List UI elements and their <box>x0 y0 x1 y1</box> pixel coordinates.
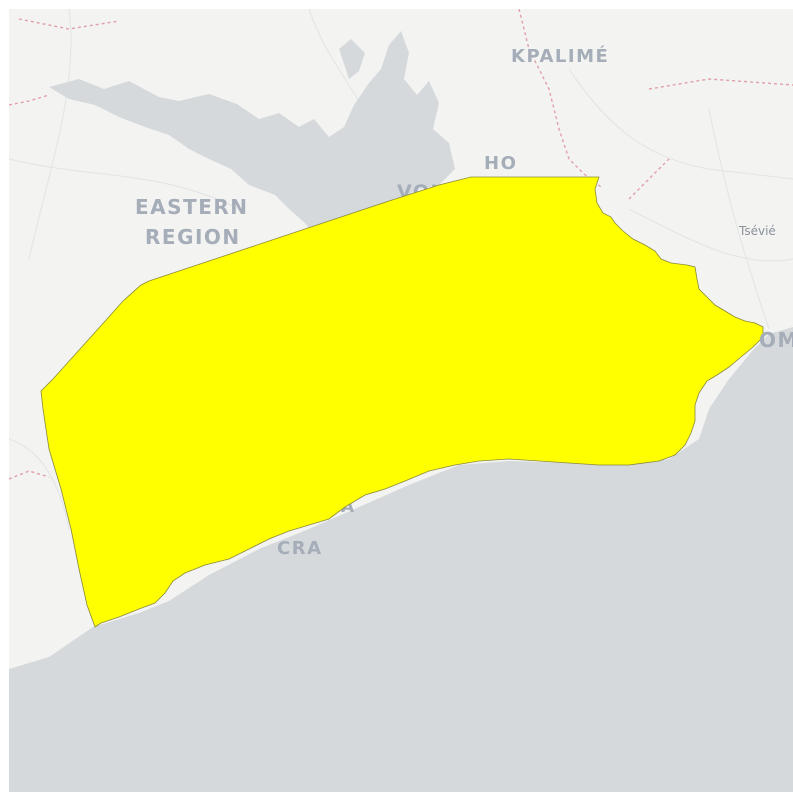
label-tsevie: Tsévié <box>738 224 776 238</box>
label-eastern-region-line1: EASTERN <box>135 195 249 219</box>
lake-volta <box>49 31 455 241</box>
ocean <box>9 327 793 792</box>
label-kpalime: KPALIMÉ <box>511 45 609 67</box>
roads <box>9 9 793 530</box>
country-border <box>9 9 793 480</box>
highlighted-region[interactable] <box>40 176 764 628</box>
label-lome-partial: OM <box>759 328 793 352</box>
lake-volta-arm <box>339 39 365 79</box>
label-eastern-region-line2: REGION <box>145 225 241 249</box>
map-canvas[interactable]: VOL A CRA KPALIMÉ HO EASTERN REGION Tsév… <box>9 9 793 792</box>
label-accra-fragment-2: CRA <box>277 538 323 559</box>
map-view[interactable]: VOL A CRA KPALIMÉ HO EASTERN REGION Tsév… <box>9 9 793 792</box>
label-ho: HO <box>484 153 517 174</box>
